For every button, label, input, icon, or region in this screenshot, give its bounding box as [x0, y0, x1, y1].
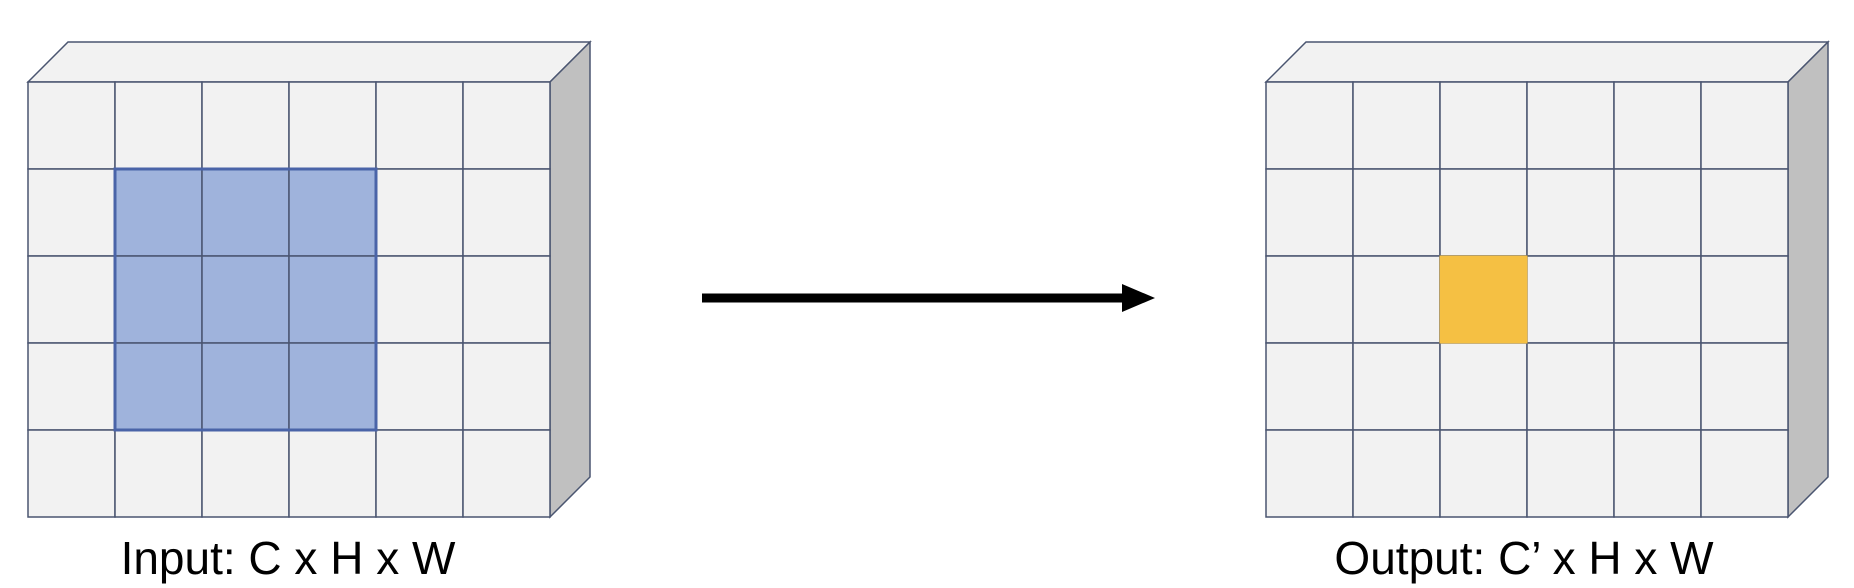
output-grid-cell	[1352, 255, 1441, 344]
input-grid-cell	[201, 429, 290, 518]
input-highlight-cell	[201, 255, 290, 344]
input-grid-cell	[375, 342, 464, 431]
output-grid-cell	[1613, 168, 1702, 257]
input-grid-cell	[462, 168, 551, 257]
input-top-face	[26, 41, 592, 83]
output-grid-cell	[1526, 168, 1615, 257]
output-grid-cell	[1613, 255, 1702, 344]
output-grid-cell	[1265, 168, 1354, 257]
input-grid-cell	[288, 81, 377, 170]
output-grid-cell	[1526, 429, 1615, 518]
input-grid-cell	[462, 342, 551, 431]
input-grid-cell	[462, 81, 551, 170]
input-grid-cell	[375, 168, 464, 257]
input-grid-cell	[27, 429, 116, 518]
input-highlight-cell	[114, 342, 203, 431]
input-grid-cell	[114, 81, 203, 170]
input-highlight-cell	[114, 168, 203, 257]
input-highlight-cell	[288, 168, 377, 257]
output-grid-cell	[1439, 168, 1528, 257]
output-grid-cell	[1352, 429, 1441, 518]
output-grid-cell	[1526, 342, 1615, 431]
input-grid-cell	[27, 255, 116, 344]
output-grid-cell	[1265, 255, 1354, 344]
output-grid-cell	[1352, 342, 1441, 431]
output-grid-cell	[1265, 429, 1354, 518]
input-highlight-cell	[201, 168, 290, 257]
output-grid-cell	[1439, 342, 1528, 431]
input-grid-cell	[462, 255, 551, 344]
output-grid-cell	[1526, 81, 1615, 170]
output-grid-cell	[1352, 168, 1441, 257]
input-highlight-border	[113, 167, 378, 432]
transform-arrow	[702, 284, 1155, 312]
input-grid-cell	[462, 429, 551, 518]
output-grid-cell	[1613, 429, 1702, 518]
input-highlight-cell	[201, 342, 290, 431]
input-grid-cell	[27, 168, 116, 257]
output-grid-cell	[1700, 342, 1789, 431]
output-highlight-cell	[1439, 255, 1528, 344]
output-grid-cell	[1700, 81, 1789, 170]
output-top-face	[1264, 41, 1830, 83]
input-highlight-cell	[288, 255, 377, 344]
input-grid-cell	[288, 429, 377, 518]
output-side-face	[1787, 40, 1829, 519]
output-grid-cell	[1439, 429, 1528, 518]
output-grid-cell	[1613, 81, 1702, 170]
input-highlight-cell	[288, 342, 377, 431]
input-side-face	[549, 40, 591, 519]
input-highlight-cell	[114, 255, 203, 344]
output-grid-cell	[1700, 429, 1789, 518]
arrow-head	[1122, 284, 1155, 312]
input-tensor-block	[26, 40, 592, 519]
output-grid-cell	[1700, 255, 1789, 344]
output-grid-cell	[1265, 342, 1354, 431]
input-grid-cell	[27, 342, 116, 431]
input-grid-cell	[375, 429, 464, 518]
input-grid-cell	[201, 81, 290, 170]
output-caption: Output: C’ x H x W	[1334, 532, 1714, 584]
input-grid-cell	[375, 81, 464, 170]
output-grid-cell	[1352, 81, 1441, 170]
output-grid-cell	[1526, 255, 1615, 344]
input-grid-cell	[114, 429, 203, 518]
input-grid-cell	[27, 81, 116, 170]
output-grid-cell	[1613, 342, 1702, 431]
input-caption: Input: C x H x W	[120, 532, 456, 584]
output-tensor-block	[1264, 40, 1830, 519]
output-grid-cell	[1439, 81, 1528, 170]
input-grid-cell	[375, 255, 464, 344]
output-grid-cell	[1700, 168, 1789, 257]
output-grid-cell	[1265, 81, 1354, 170]
